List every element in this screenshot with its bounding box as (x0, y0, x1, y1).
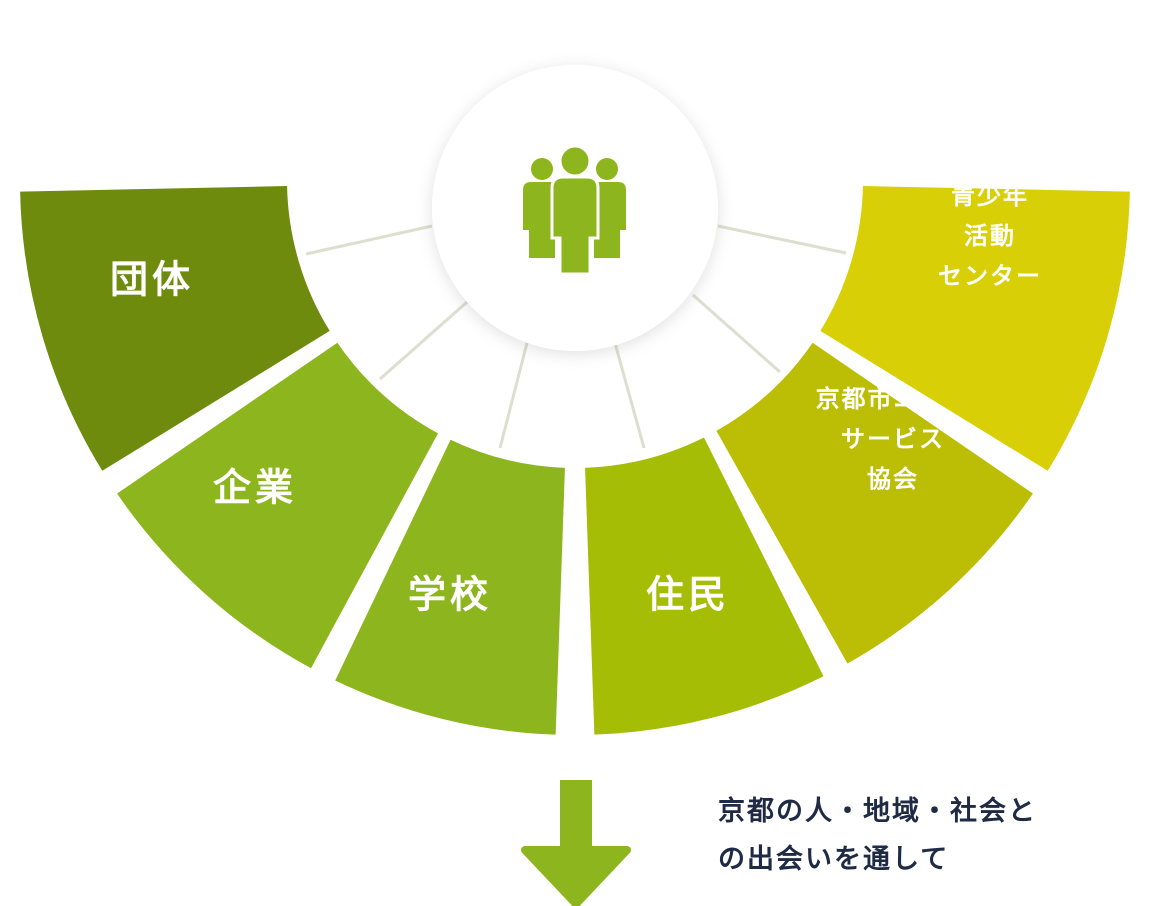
connector-line-4 (613, 342, 646, 449)
segment-label-1: 団体 (110, 258, 194, 302)
segment-label-2: 企業 (213, 466, 297, 510)
segment-2 (117, 342, 439, 669)
segment-5 (716, 342, 1033, 664)
arrow-down-icon (521, 780, 631, 906)
fan-segments: 団体企業学校住民京都市ユースサービス協会青少年活動センター (20, 182, 1130, 735)
segment-label-6: 青少年活動センター (938, 182, 1042, 290)
segment-4 (585, 437, 824, 735)
connector-line-1 (305, 224, 433, 256)
people-group-icon (523, 144, 626, 276)
segment-label-3: 学校 (408, 573, 492, 617)
connector-line-5 (692, 293, 781, 374)
connector-lines (305, 224, 847, 449)
caption: 京都の人・地域・社会と の出会いを通して (718, 788, 1118, 884)
segment-1 (20, 186, 330, 471)
caption-line-2: の出会いを通して (718, 844, 950, 875)
connector-line-6 (717, 224, 847, 255)
segment-6 (820, 186, 1130, 471)
segment-label-4: 住民 (646, 573, 730, 617)
caption-line-1: 京都の人・地域・社会と (718, 796, 1037, 827)
connector-line-2 (379, 300, 468, 381)
connector-line-3 (498, 342, 529, 449)
segment-3 (335, 439, 565, 735)
